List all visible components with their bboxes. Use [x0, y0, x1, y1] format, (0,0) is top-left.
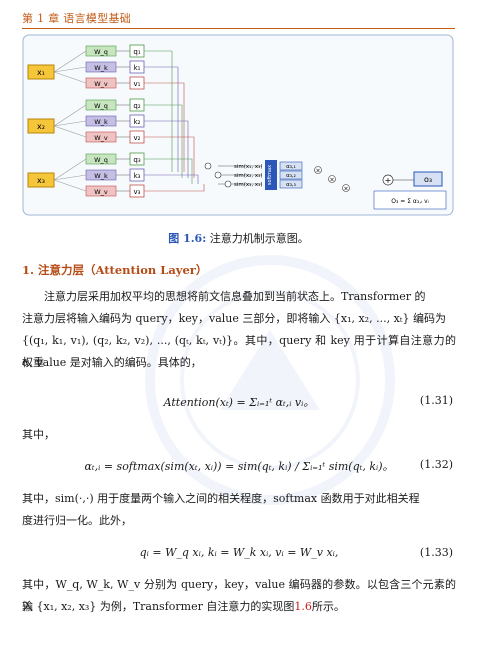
figure-label: 图 1.6:	[168, 232, 207, 245]
routing-line	[144, 136, 195, 178]
connector	[53, 158, 87, 181]
equation-number: (1.32)	[419, 458, 453, 471]
alpha-box	[279, 170, 303, 180]
equation-1-31: Attention(xₜ) = Σᵢ₌₁ᵗ αₜ,ᵢ vᵢ。	[163, 396, 315, 409]
sum-sign: +	[385, 176, 392, 185]
output-box	[413, 171, 443, 187]
weight-label: W_k	[94, 118, 108, 126]
connector	[53, 104, 87, 127]
dot-product-node	[214, 171, 222, 179]
output-formula-box	[373, 190, 447, 210]
equation-1-32: αₜ,ᵢ = softmax(sim(xₜ, xᵢ)) = sim(qₜ, kᵢ…	[84, 460, 394, 473]
equation-1-33: qᵢ = W_q xᵢ, kᵢ = W_k xᵢ, vᵢ = W_v xᵢ,	[139, 546, 339, 559]
connector	[53, 50, 87, 73]
paragraph-text: 所示。	[311, 600, 345, 613]
alpha-label: α₃,₁	[286, 164, 296, 170]
vector-label: k₃	[134, 172, 141, 180]
weight-label: W_v	[94, 80, 108, 88]
vector-label: q₁	[133, 48, 140, 56]
paragraph-line: 其中，	[22, 428, 55, 441]
equation-number: (1.33)	[419, 546, 453, 559]
paragraph-line: α, value 是对输入的编码。具体的，	[22, 356, 202, 369]
weight-label: W_q	[94, 48, 108, 56]
softmax-box	[265, 160, 277, 190]
paragraph-line: 注意力层采用加权平均的思想将前文信息叠加到当前状态上。Transformer 的	[44, 290, 426, 303]
paragraph-text: 入 {x₁, x₂, x₃} 为例，Transformer 自注意力的实现图	[22, 600, 295, 613]
output-formula: O₃ = Σ α₃,ᵢ vᵢ	[391, 198, 429, 205]
routing-line	[144, 50, 173, 172]
figure-reference-link[interactable]: 1.6	[294, 600, 312, 613]
paragraph-line: 入 {x₁, x₂, x₃} 为例，Transformer 自注意力的实现图1.…	[22, 596, 456, 618]
connector	[53, 66, 87, 73]
section-title: 1. 注意力层（Attention Layer）	[22, 263, 208, 277]
input-label: x₃	[37, 176, 45, 185]
multiply-sign: ×	[343, 186, 348, 193]
vector-label: v₃	[134, 188, 141, 196]
vector-label: k₁	[134, 64, 141, 72]
multiply-sign: ×	[329, 177, 334, 184]
alpha-label: α₃,₂	[286, 173, 296, 179]
paragraph-line: 其中，sim(·,·) 用于度量两个输入之间的相关程度，softmax 函数用于…	[22, 492, 420, 505]
connector	[53, 120, 87, 127]
sum-node	[382, 174, 394, 186]
weight-label: W_q	[94, 156, 108, 164]
routing-line	[144, 158, 193, 184]
connector	[53, 71, 87, 84]
vector-label: v₂	[134, 134, 141, 142]
vector-label: q₂	[133, 102, 140, 110]
weight-label: W_v	[94, 134, 108, 142]
multiply-sign: ×	[315, 168, 320, 175]
equation-number: (1.31)	[419, 394, 453, 407]
weight-label: W_k	[94, 172, 108, 180]
paragraph-line: 其中，W_q, W_k, W_v 分别为 query，key，value 编码器…	[22, 578, 456, 613]
similarity-label: sim(x₃, x₃)	[234, 182, 262, 188]
multiply-node	[328, 175, 336, 183]
routing-line	[144, 174, 199, 184]
dot-product-node	[204, 162, 212, 170]
alpha-box	[279, 179, 303, 189]
vector-label: v₁	[134, 80, 141, 88]
paragraph-line: {(q₁, k₁, v₁), (q₂, k₂, v₂), ..., (qₜ, k…	[22, 334, 456, 369]
multiply-node	[314, 166, 322, 174]
alpha-label: α₃,₃	[286, 182, 296, 188]
header-rule	[22, 28, 455, 29]
input-label: x₁	[37, 68, 45, 77]
weight-label: W_v	[94, 188, 108, 196]
dot-product-node	[224, 180, 232, 188]
weight-label: W_q	[94, 102, 108, 110]
alpha-box	[279, 161, 303, 171]
routing-line	[144, 82, 185, 172]
similarity-label: sim(x₂, x₃)	[234, 173, 262, 179]
caption-text: 注意力机制示意图。	[206, 232, 309, 245]
paragraph-line: 度进行归一化。此外，	[22, 514, 132, 527]
connector	[53, 125, 87, 138]
figure-caption: 图 1.6: 注意力机制示意图。	[0, 230, 477, 246]
input-label: x₂	[37, 122, 45, 131]
university-seal-watermark	[145, 255, 395, 505]
weight-label: W_k	[94, 64, 108, 72]
chapter-header: 第 1 章 语言模型基础	[22, 12, 132, 25]
multiply-node	[342, 184, 350, 192]
paragraph-line: 注意力层将输入编码为 query，key，value 三部分，即将输入 {x₁,…	[22, 312, 446, 325]
vector-label: q₃	[133, 156, 140, 164]
vector-label: k₂	[134, 118, 141, 126]
softmax-label: softmax	[267, 165, 273, 185]
output-label: o₃	[424, 175, 432, 184]
routing-line	[144, 104, 183, 178]
similarity-label: sim(x₁, x₃)	[234, 164, 262, 170]
routing-line	[144, 184, 205, 192]
connector	[53, 179, 87, 192]
connector	[53, 174, 87, 181]
